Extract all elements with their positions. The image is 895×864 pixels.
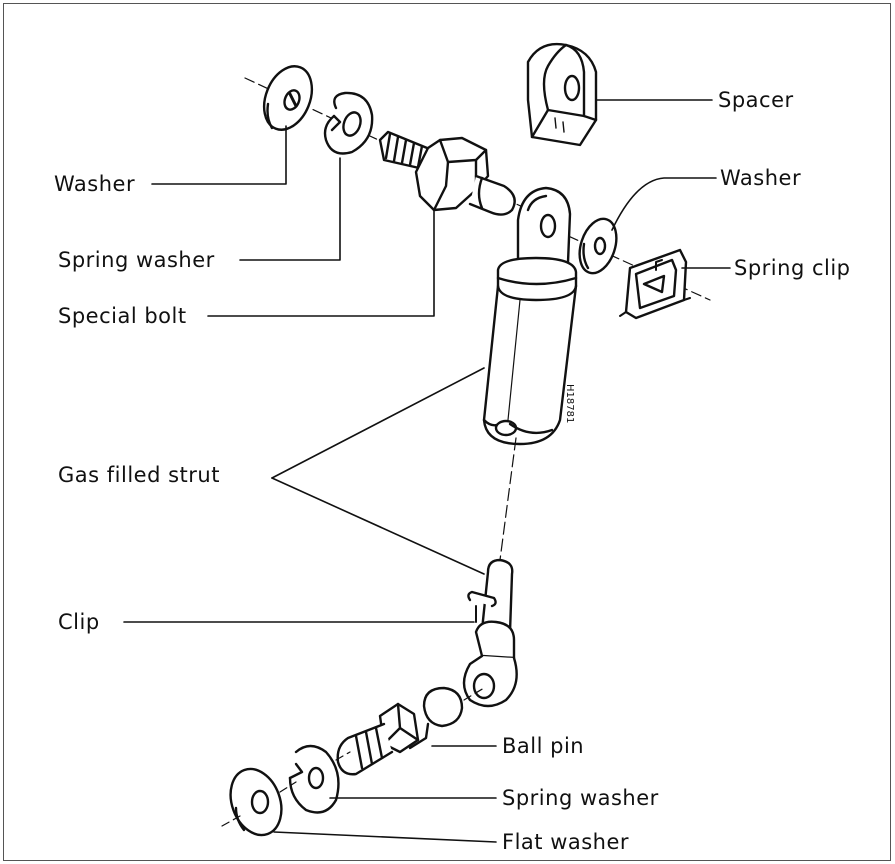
flat-washer-bottom	[229, 767, 283, 837]
leader-lines	[123, 99, 731, 843]
label-spacer: Spacer	[718, 88, 794, 112]
strut-end-fitting	[462, 558, 518, 708]
gas-filled-strut	[482, 186, 578, 446]
washer-top-left	[262, 65, 314, 131]
leader-gas-strut-upper	[271, 367, 485, 479]
ball-pin	[336, 686, 464, 776]
label-clip: Clip	[58, 610, 100, 634]
special-bolt	[378, 130, 516, 216]
leader-flat-washer	[273, 831, 497, 843]
leader-gas-strut-lower	[271, 477, 485, 575]
leader-spring-washer-top	[239, 157, 341, 261]
label-flat-washer: Flat washer	[502, 830, 630, 854]
label-ball-pin: Ball pin	[502, 734, 585, 758]
spring-washer-bottom	[288, 744, 340, 814]
leader-special-bolt	[207, 209, 435, 317]
figure-code: H18781	[564, 384, 575, 424]
label-washer-right: Washer	[720, 166, 802, 190]
spring-clip	[619, 248, 691, 320]
label-spring-washer-bottom: Spring washer	[502, 786, 659, 810]
label-special-bolt: Special bolt	[58, 304, 187, 328]
lower-axis-line	[499, 437, 517, 561]
label-washer-left: Washer	[54, 172, 136, 196]
spring-washer-top	[323, 91, 374, 155]
washer-right	[578, 217, 618, 275]
label-spring-washer-top: Spring washer	[58, 248, 215, 272]
label-spring-clip: Spring clip	[734, 256, 851, 280]
spacer	[526, 42, 598, 147]
leader-washer-right	[611, 177, 717, 231]
label-gas-filled-strut: Gas filled strut	[58, 463, 220, 487]
leader-washer-left	[151, 125, 287, 185]
